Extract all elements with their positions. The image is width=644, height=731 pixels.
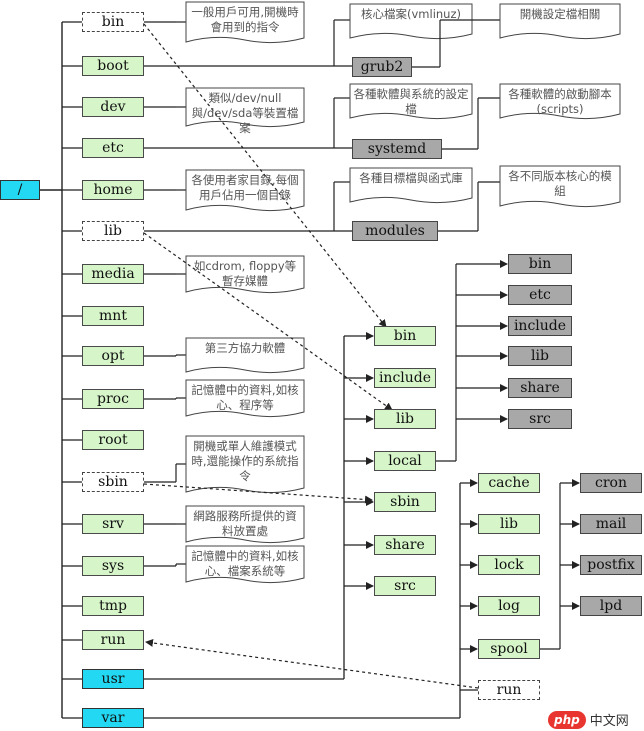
note-proc: 記憶體中的資料,如核心、程序等: [191, 383, 299, 412]
dir-grub2: grub2: [352, 57, 412, 77]
watermark-logo: php 中文网: [548, 710, 629, 729]
dir-srv: srv: [82, 514, 144, 534]
var-dir-cache: cache: [478, 473, 540, 493]
logo-text: 中文网: [589, 714, 629, 729]
var-dir-run: run: [478, 680, 540, 700]
note-home-shape: [185, 169, 305, 212]
note-lib-objects: 各種目標檔與函式庫: [359, 171, 463, 185]
dir-usr: usr: [82, 669, 144, 689]
dir-root: root: [82, 430, 144, 450]
local-dir-lib: lib: [508, 346, 572, 366]
dir-etc: etc: [82, 138, 144, 158]
dir-var: var: [82, 708, 144, 728]
spool-dir-mail: mail: [580, 514, 642, 534]
note-media-shape: [185, 255, 305, 294]
local-dir-share: share: [508, 378, 572, 398]
note-boot-config: 開機設定檔相關: [519, 7, 601, 21]
note-lib-modules-shape: [499, 165, 621, 208]
dir-sys: sys: [82, 556, 144, 576]
symlink-run: [145, 638, 479, 689]
note-lib-modules: 各不同版本核心的模組: [508, 169, 612, 198]
note-opt: 第三方協力軟體: [204, 341, 286, 355]
symlink-sbin: [143, 483, 373, 504]
dir-modules: modules: [352, 221, 438, 241]
usr-dir-share: share: [374, 535, 436, 555]
note-etc-scripts: 各種軟體的啟動腳本(scripts): [508, 87, 612, 116]
symlink-bin: [143, 23, 387, 328]
local-dir-include: include: [508, 316, 572, 336]
local-dir-bin: bin: [508, 254, 572, 274]
spool-dir-postfix: postfix: [580, 555, 642, 575]
spool-dir-lpd: lpd: [580, 596, 642, 616]
note-srv-shape: [185, 505, 305, 544]
note-media: 如cdrom, floppy等暫存媒體: [193, 259, 297, 288]
dir-proc: proc: [82, 389, 144, 409]
note-dev: 類似/dev/null與/dev/sda等裝置檔案: [191, 91, 299, 135]
dir-tmp: tmp: [82, 596, 144, 616]
local-dir-src: src: [508, 409, 572, 429]
dir-boot: boot: [82, 56, 144, 76]
note-home: 各使用者家目錄,每個用戶佔用一個目錄: [191, 173, 299, 202]
dir-opt: opt: [82, 346, 144, 366]
dir-mnt: mnt: [82, 306, 144, 326]
note-etc-scripts-shape: [499, 83, 621, 120]
dir-sbin: sbin: [82, 472, 144, 492]
var-dir-log: log: [478, 596, 540, 616]
usr-dir-src: src: [374, 576, 436, 596]
note-opt-shape: [185, 337, 305, 374]
dir-systemd: systemd: [352, 139, 442, 159]
note-proc-shape: [185, 379, 305, 418]
dir-run: run: [82, 630, 144, 650]
local-dir-etc: etc: [508, 285, 572, 305]
note-srv: 網路服務所提供的資料放置處: [193, 509, 297, 538]
note-sys: 記憶體中的資料,如核心、檔案系統等: [191, 549, 299, 578]
dir-lib: lib: [82, 221, 144, 241]
usr-dir-lib: lib: [374, 409, 436, 429]
note-sbin-shape: [185, 435, 305, 494]
note-etc-config-shape: [349, 83, 473, 120]
dir-dev: dev: [82, 97, 144, 117]
symlink-lib: [143, 232, 393, 411]
note-kernel: 核心檔案(vmlinuz): [361, 7, 461, 21]
note-bin: 一般用戶可用,開機時會用到的指令: [191, 5, 299, 34]
usr-dir-bin: bin: [374, 326, 436, 346]
root-dir: /: [0, 180, 40, 200]
note-sbin: 開機或單人維護模式時,還能操作的系統指令: [191, 439, 299, 483]
var-dir-spool: spool: [478, 639, 540, 659]
note-kernel-shape: [349, 3, 473, 40]
var-dir-lock: lock: [478, 555, 540, 575]
var-dir-lib: lib: [478, 514, 540, 534]
dir-media: media: [82, 264, 144, 284]
usr-dir-sbin: sbin: [374, 492, 436, 512]
dir-bin: bin: [82, 12, 144, 32]
note-bin-shape: [185, 1, 305, 44]
note-dev-shape: [185, 87, 305, 128]
note-boot-config-shape: [499, 3, 621, 40]
note-sys-shape: [185, 545, 305, 584]
logo-badge: php: [548, 710, 586, 729]
note-etc-config: 各種軟體與系統的設定檔: [353, 87, 469, 116]
usr-dir-local: local: [374, 451, 436, 471]
note-lib-objects-shape: [349, 167, 473, 204]
usr-dir-include: include: [374, 368, 436, 388]
dir-home: home: [82, 180, 144, 200]
spool-dir-cron: cron: [580, 473, 642, 493]
